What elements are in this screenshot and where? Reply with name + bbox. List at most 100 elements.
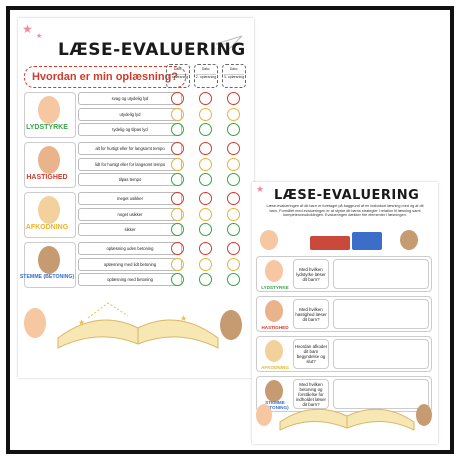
child-illustration <box>265 300 283 322</box>
rating-circle[interactable] <box>227 157 240 171</box>
rating-circle[interactable] <box>227 107 240 121</box>
star-icon: ★ <box>36 33 43 40</box>
answer-box[interactable] <box>333 299 429 329</box>
child-illustration <box>38 196 60 224</box>
criterion-label: oplæsning med betoning <box>78 273 182 286</box>
category-label: AFKODNING <box>261 365 289 370</box>
rating-circle[interactable] <box>227 257 240 271</box>
category-label: HASTIGHED <box>261 325 289 330</box>
category-label: LYDSTYRKE <box>261 285 289 290</box>
criterion-label: svag og utydelig lyd <box>78 92 182 105</box>
evaluation-question: Med hvilken hastighed læser dit barn? <box>293 299 329 329</box>
star-icon: ★ <box>78 318 86 327</box>
criterion-label: lidt for hurtigt eller for langsomt temp… <box>78 157 182 171</box>
rating-circle[interactable] <box>227 207 240 221</box>
star-icon: ★ <box>180 314 188 323</box>
evaluation-row: STEMME (BETONING) Med hvilken betoning og… <box>256 376 432 412</box>
child-illustration <box>265 340 283 362</box>
paper-plane-icon <box>214 35 243 51</box>
rating-circle[interactable] <box>227 123 240 136</box>
evaluation-question: Hvordan afkoder dit barn begyndelse og s… <box>293 339 329 369</box>
category-panel <box>24 92 76 138</box>
category-panel <box>24 242 76 288</box>
rating-circle[interactable] <box>199 92 212 105</box>
rating-circle[interactable] <box>199 173 212 186</box>
rating-circle[interactable] <box>199 123 212 136</box>
child-illustration <box>265 380 283 402</box>
category-label: STEMME (BETONING) <box>261 400 289 410</box>
rating-circle[interactable] <box>171 273 184 286</box>
child-illustration <box>38 146 60 174</box>
rating-circle[interactable] <box>199 207 212 221</box>
evaluation-row: HASTIGHED Med hvilken hastighed læser dit… <box>256 296 432 332</box>
rating-circle[interactable] <box>199 273 212 286</box>
rating-circle[interactable] <box>171 157 184 171</box>
rating-circle[interactable] <box>199 107 212 121</box>
category-panel <box>24 192 76 238</box>
open-book-illustration <box>57 302 219 349</box>
rating-circle[interactable] <box>171 107 184 121</box>
rating-circle[interactable] <box>199 142 212 155</box>
rating-circle[interactable] <box>227 192 240 205</box>
rating-circle[interactable] <box>171 192 184 205</box>
child-reading-illustration <box>256 404 272 426</box>
rating-circle[interactable] <box>171 173 184 186</box>
rating-circle[interactable] <box>171 223 184 236</box>
rating-circle[interactable] <box>199 257 212 271</box>
criterion-label: oplæsning med lidt betoning <box>78 257 182 271</box>
rating-circle[interactable] <box>199 242 212 255</box>
rating-circle[interactable] <box>227 142 240 155</box>
rating-circle[interactable] <box>227 92 240 105</box>
evaluation-sheet-back: ★ LÆSE-EVALUERING Læse-evalueringen af d… <box>252 182 438 444</box>
open-book-illustration <box>279 408 415 431</box>
rating-circle[interactable] <box>171 142 184 155</box>
sheet-title: LÆSE-EVALUERING <box>58 40 246 60</box>
criterion-label: utydelig lyd <box>78 107 182 121</box>
child-reading-illustration <box>24 308 46 338</box>
child-reading-illustration <box>220 310 242 340</box>
rating-circle[interactable] <box>227 223 240 236</box>
rating-circle[interactable] <box>227 242 240 255</box>
rating-circle[interactable] <box>227 273 240 286</box>
evaluation-row: LYDSTYRKE Med hvilken lydstyrke læser dit… <box>256 256 432 292</box>
star-icon: ★ <box>22 22 33 36</box>
rating-circle[interactable] <box>199 192 212 205</box>
evaluation-sheet-front: ★ ★ LÆSE-EVALUERING Hvordan er min oplæs… <box>18 18 254 378</box>
rating-circle[interactable] <box>199 157 212 171</box>
child-illustration <box>38 246 60 274</box>
date-column-header-3: Dato:__________3. oplæsning <box>222 64 246 88</box>
rating-circle[interactable] <box>171 242 184 255</box>
criterion-label: oplæsning uden betoning <box>78 242 182 255</box>
child-illustration <box>265 260 283 282</box>
criterion-label: tilpas tempo <box>78 173 182 186</box>
rating-circle[interactable] <box>199 223 212 236</box>
category-panel <box>24 142 76 188</box>
sheet-title: LÆSE-EVALUERING <box>274 188 420 203</box>
date-column-header-1: Dato:__________1. oplæsning <box>166 64 190 88</box>
answer-box[interactable] <box>333 379 429 409</box>
children-reading-illustration <box>260 228 430 252</box>
category-label: HASTIGHED <box>26 174 68 181</box>
criterion-label: noget usikker <box>78 207 182 221</box>
criterion-label: sikker <box>78 223 182 236</box>
criterion-label: alt for hurtigt eller for langsomt tempo <box>78 142 182 155</box>
star-icon: ★ <box>256 184 265 194</box>
evaluation-row: AFKODNING Hvordan afkoder dit barn begynd… <box>256 336 432 372</box>
category-label: LYDSTYRKE <box>26 124 68 131</box>
criterion-label: tydelig og tilpas lyd <box>78 123 182 136</box>
intro-text: Læse-evalueringen af dit barn er foretag… <box>266 204 424 218</box>
category-label: STEMME (BETONING) <box>19 274 75 280</box>
rating-circle[interactable] <box>171 92 184 105</box>
rating-circle[interactable] <box>171 257 184 271</box>
criterion-label: meget usikker <box>78 192 182 205</box>
child-illustration <box>38 96 60 124</box>
evaluation-question: Med hvilken lydstyrke læser dit barn? <box>293 259 329 289</box>
question-banner: Hvordan er min oplæsning? <box>24 66 186 88</box>
rating-circle[interactable] <box>227 173 240 186</box>
date-column-header-2: Dato:__________2. oplæsning <box>194 64 218 88</box>
rating-circle[interactable] <box>171 123 184 136</box>
rating-circle[interactable] <box>171 207 184 221</box>
answer-box[interactable] <box>333 339 429 369</box>
answer-box[interactable] <box>333 259 429 289</box>
evaluation-question: Med hvilken betoning og forståelse for i… <box>293 379 329 409</box>
